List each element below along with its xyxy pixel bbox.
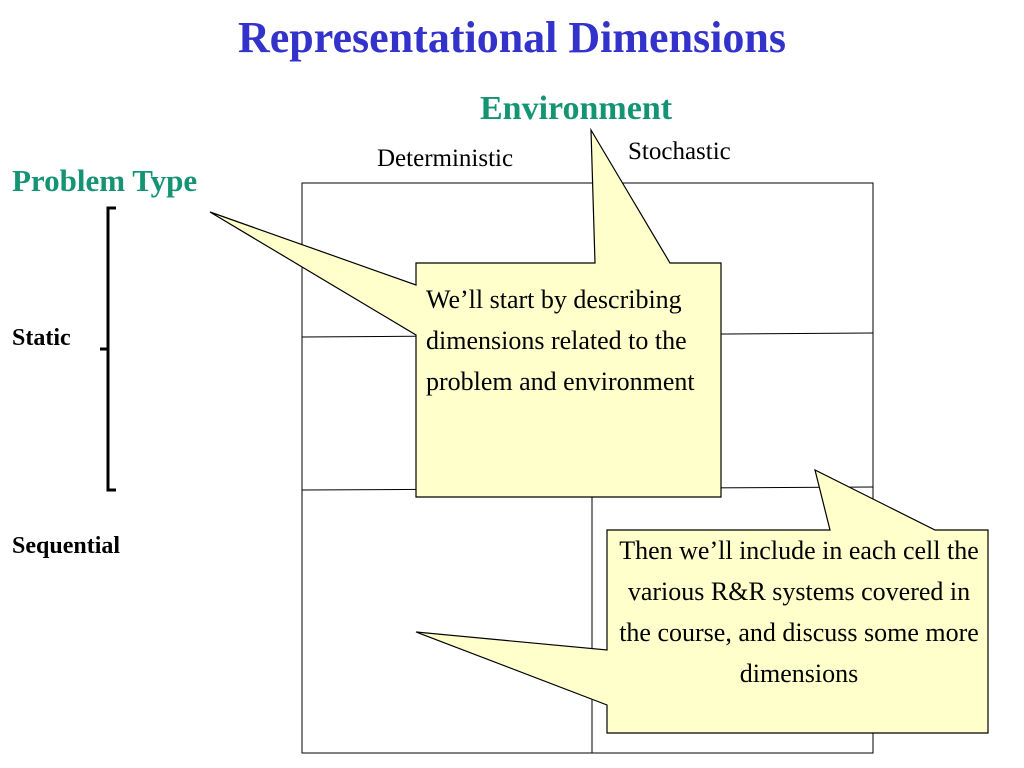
grid-outline <box>301 182 874 754</box>
column-label-stochastic: Stochastic <box>628 138 731 165</box>
column-label-deterministic: Deterministic <box>377 145 514 172</box>
static-bracket <box>100 206 116 492</box>
row-label-sequential: Sequential <box>12 533 121 559</box>
slide-title: Representational Dimensions <box>238 13 786 62</box>
environment-heading: Environment <box>480 90 673 127</box>
callout-cells-shape <box>415 468 989 734</box>
callout-cells-text: Then we’ll include in each cell the vari… <box>619 536 979 688</box>
callout-start-shape <box>209 127 722 498</box>
problem-type-heading: Problem Type <box>12 163 198 198</box>
row-label-static: Static <box>12 325 71 351</box>
callout-start-text: We’ll start by describing dimensions rel… <box>426 285 695 396</box>
